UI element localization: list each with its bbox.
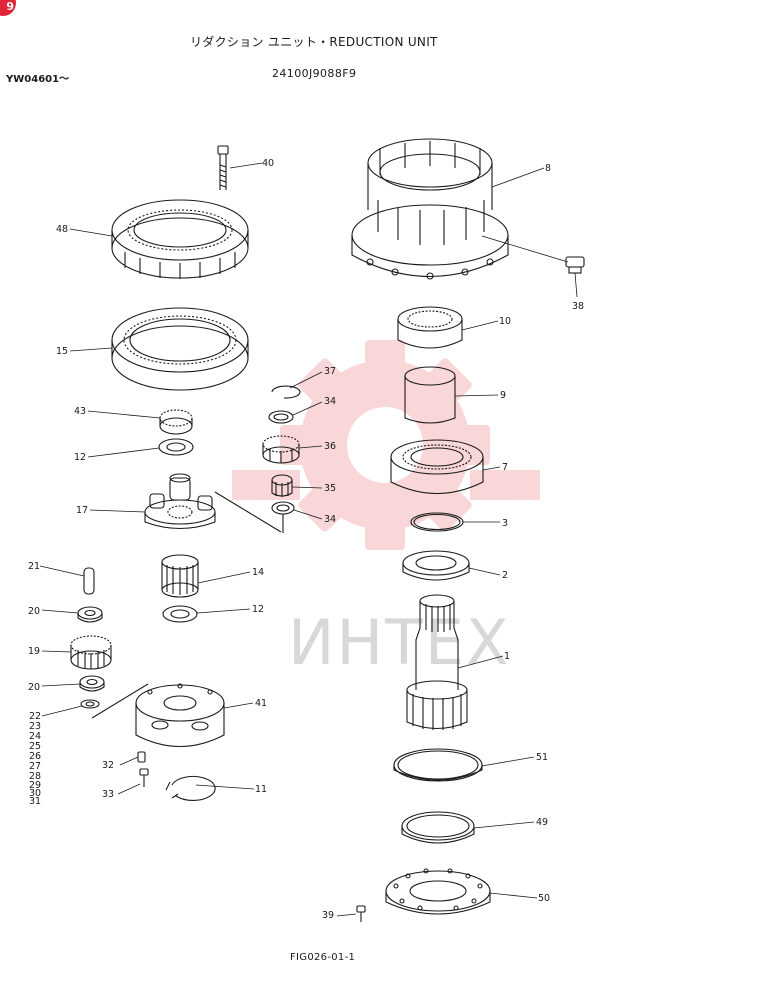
part-49-seal-ring: [401, 811, 475, 844]
callout-49: 49: [536, 817, 548, 828]
callout-26: 26: [29, 751, 41, 762]
callout-stack-22-31: 22 23 24 25 26 27 28 29 30 31: [29, 711, 41, 807]
callout-10: 10: [499, 316, 511, 327]
callout-21: 21: [28, 561, 40, 572]
callout-41: 41: [255, 698, 267, 709]
part-35-needle-bearing: [271, 474, 293, 497]
part-32-pin: [137, 751, 146, 763]
callout-31: 31: [29, 796, 41, 807]
part-40-bolt: [217, 145, 229, 190]
callout-29: 29: [29, 780, 41, 791]
part-41-carrier: [135, 683, 225, 748]
watermark: [232, 340, 540, 550]
part-34-thrust-washer-lower: [271, 501, 295, 515]
part-12-thrust-washer-lower: [162, 605, 198, 623]
callout-28: 28: [29, 771, 41, 782]
part-7-roller-bearing: [390, 439, 484, 495]
diagram-title: リダクション ユニット・REDUCTION UNIT: [190, 35, 438, 49]
part-14-gear: [161, 554, 199, 598]
callout-37: 37: [324, 366, 336, 377]
part-10-roller-bearing: [397, 306, 463, 349]
callout-1: 1: [504, 651, 510, 662]
part-12-thrust-washer: [158, 438, 194, 456]
part-11-snap-ring: [165, 775, 216, 801]
callout-51: 51: [536, 752, 548, 763]
callout-48: 48: [56, 224, 68, 235]
watermark-text: ИНТЕХ: [288, 606, 511, 679]
part-36-gear: [262, 435, 300, 464]
callout-11: 11: [255, 784, 267, 795]
callout-24: 24: [29, 731, 41, 742]
watermark-gear-icon: [280, 340, 490, 550]
part-34-thrust-washer: [268, 410, 294, 424]
callout-12-upper: 12: [74, 452, 86, 463]
part-15-ring-gear: [111, 307, 249, 391]
callout-20-upper: 20: [28, 606, 40, 617]
callout-32: 32: [102, 760, 114, 771]
callout-39: 39: [322, 910, 334, 921]
part-1-pinion-shaft: [406, 594, 468, 730]
callout-9: 9: [500, 390, 506, 401]
callout-25: 25: [29, 741, 41, 752]
part-21-pin: [83, 567, 95, 595]
figure-reference: FIG026-01-1: [290, 952, 356, 963]
part-37-snap-ring: [271, 385, 301, 399]
part-22-assembly-line: [91, 683, 149, 719]
part-43-gear: [159, 409, 193, 435]
callout-23: 23: [29, 721, 41, 732]
part-9-sleeve: [404, 366, 456, 424]
part-20-needle-bearing: [77, 606, 103, 623]
part-2-oil-seal: [402, 550, 470, 581]
corner-page-badge: 9: [0, 0, 16, 16]
callout-12-lower: 12: [252, 604, 264, 615]
callout-19: 19: [28, 646, 40, 657]
callout-40: 40: [262, 158, 274, 169]
part-22-thrust-washer: [80, 699, 100, 709]
callout-14: 14: [252, 567, 264, 578]
callout-30: 30: [29, 788, 41, 799]
callout-7: 7: [502, 462, 508, 473]
callout-labels: 40 48 15 43 12 17 21 20 19 20 14 12 41 3…: [28, 158, 584, 921]
callout-17: 17: [76, 505, 88, 516]
part-38-plug: [565, 256, 585, 274]
callout-3: 3: [502, 518, 508, 529]
part-17-assembly-line: [214, 491, 282, 533]
callout-34-lower: 34: [324, 514, 336, 525]
callout-50: 50: [538, 893, 550, 904]
part-51-seal-ring: [393, 748, 483, 782]
callout-22: 22: [29, 711, 41, 722]
callout-38: 38: [572, 301, 584, 312]
callout-43: 43: [74, 406, 86, 417]
callout-15: 15: [56, 346, 68, 357]
callout-34-upper: 34: [324, 396, 336, 407]
assembly-part-number: 24100J9088F9: [272, 67, 357, 80]
part-48-ring-gear: [111, 199, 249, 279]
part-17-carrier: [144, 473, 216, 529]
callout-2: 2: [502, 570, 508, 581]
part-8-housing: [351, 138, 509, 280]
part-39-screw: [356, 905, 366, 922]
callout-35: 35: [324, 483, 336, 494]
part-19-planet-gear: [70, 635, 112, 670]
part-50-cover: [385, 868, 491, 915]
part-20-needle-bearing-lower: [79, 675, 105, 692]
serial-range: YW04601～: [6, 74, 70, 85]
part-33-screw: [139, 768, 149, 787]
callout-27: 27: [29, 761, 41, 772]
callout-8: 8: [545, 163, 551, 174]
leader-lines: [39, 162, 578, 917]
callout-36: 36: [324, 441, 336, 452]
callout-20-lower: 20: [28, 682, 40, 693]
callout-33: 33: [102, 789, 114, 800]
